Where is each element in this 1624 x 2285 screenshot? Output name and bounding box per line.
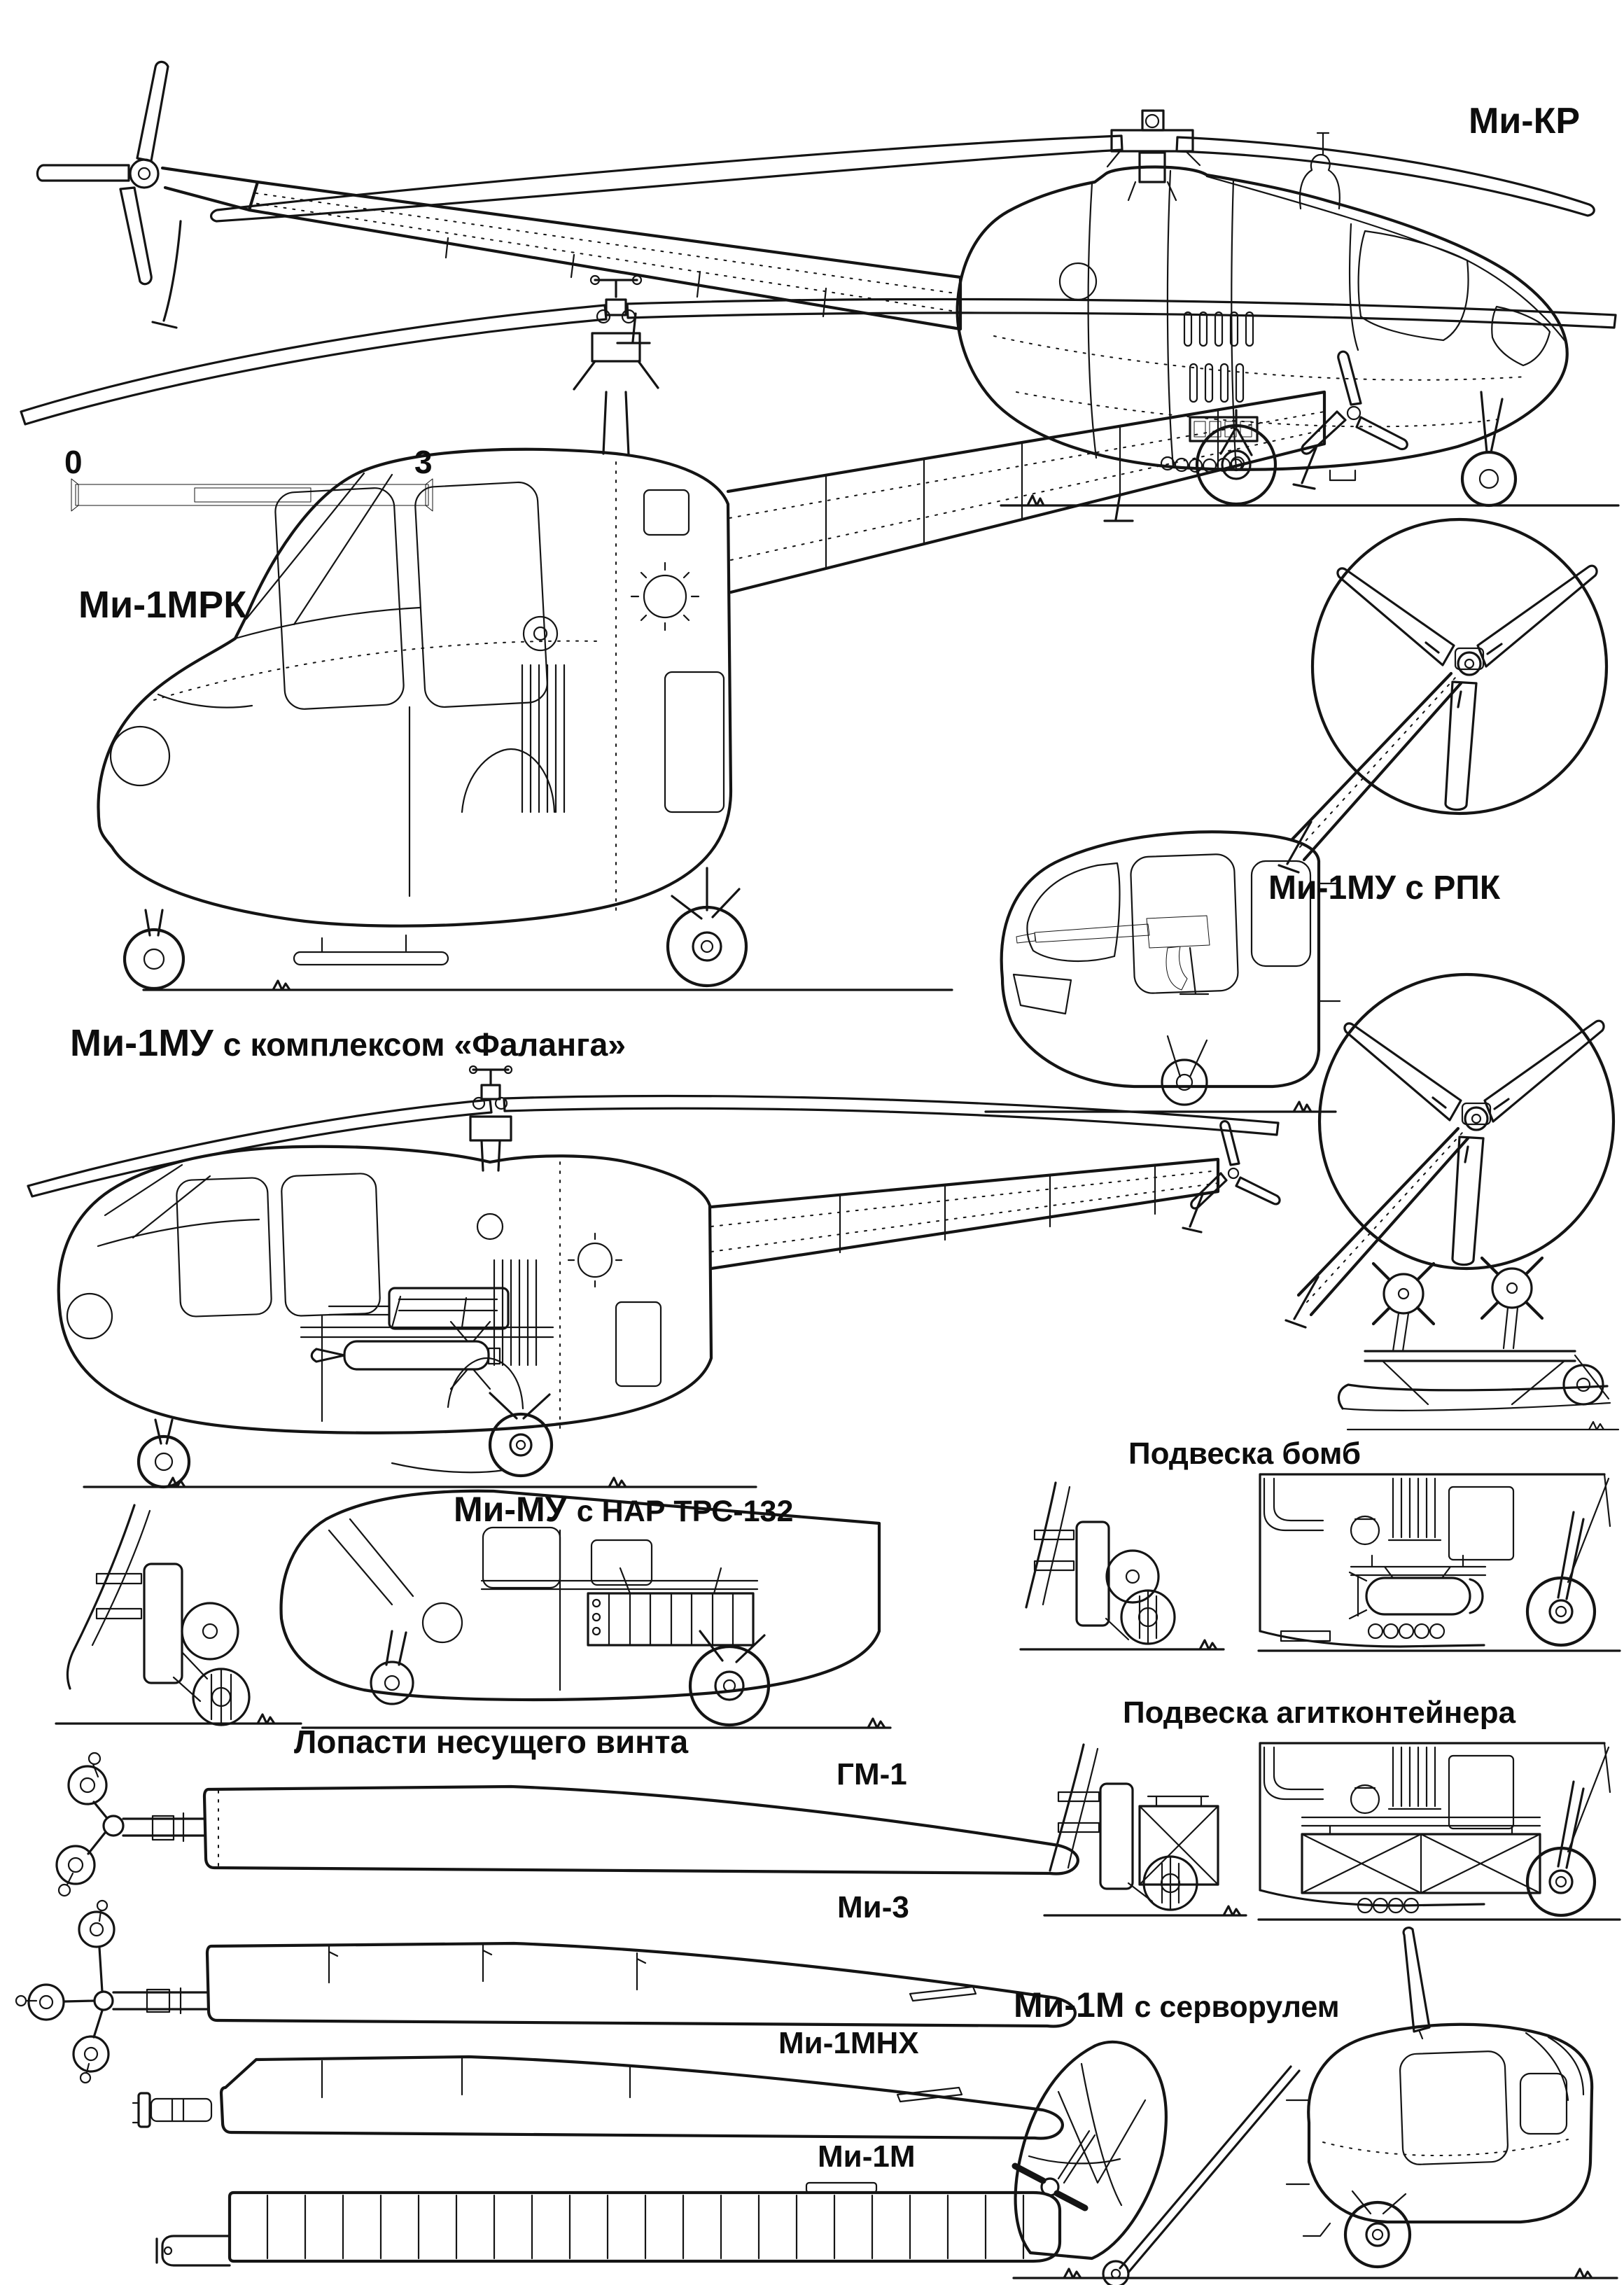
- agit-side-drawing: [1257, 1742, 1621, 1921]
- label-mi-1mu-falanga-name: Ми-1МУ: [70, 1022, 214, 1064]
- label-blade-mi1m: Ми-1М: [818, 2139, 916, 2174]
- label-mi-1mu-falanga-suffix: с комплексом «Фаланга»: [223, 1026, 626, 1063]
- label-blade-mi3: Ми-3: [837, 1890, 909, 1924]
- label-mi-1m-servo-name: Ми-1М: [1014, 1985, 1125, 2025]
- mi-kr-drawing: [36, 60, 1620, 508]
- nar-rack-front-drawing: [55, 1504, 302, 1726]
- mi-1m-servo-drawing: [1011, 1926, 1618, 2285]
- label-blade-mi1mnx: Ми-1МНХ: [778, 2026, 919, 2060]
- label-mi-1m-servo: Ми-1М с серворулем: [1014, 1987, 1340, 2024]
- tail-rotor-detail-circle-2: [1286, 974, 1614, 1327]
- bomb-side-drawing: [1257, 1473, 1621, 1652]
- label-podveska-agit: Подвеска агитконтейнера: [1123, 1696, 1516, 1730]
- scale-end-label: 3: [414, 444, 433, 480]
- mi-1mu-rpk-drawing: [984, 830, 1341, 1113]
- label-blades-title: Лопасти несущего винта: [294, 1724, 689, 1760]
- agit-rack-front-drawing: [1043, 1743, 1247, 1917]
- mi-1mrk-drawing: [20, 274, 1617, 991]
- blade-mi1m-drawing: [155, 2181, 1062, 2267]
- bomb-rack-front-drawing: [1019, 1481, 1225, 1651]
- label-mi-mu-nar-name: Ми-МУ: [454, 1490, 567, 1529]
- mi-mu-nar-drawing: [279, 1489, 892, 1729]
- label-mi-1m-servo-suffix: с серворулем: [1134, 1990, 1340, 2024]
- tail-rotor-detail-circle-1: [1279, 519, 1606, 872]
- label-blade-gm1: ГМ-1: [836, 1757, 907, 1791]
- blade-mi1mnx-drawing: [132, 2055, 1064, 2140]
- mi-1mu-falanga-drawing: [27, 1065, 1281, 1489]
- label-mi-mu-nar-suffix: с НАР ТРС-132: [576, 1495, 794, 1528]
- label-mi-1mu-rpk: Ми-1МУ с РПК: [1268, 869, 1501, 907]
- label-mi-mu-nar: Ми-МУ с НАР ТРС-132: [454, 1491, 793, 1528]
- weapons-rack-front-drawing: [1337, 1256, 1620, 1431]
- scale-start-label: 0: [64, 444, 83, 480]
- label-mi-kr: Ми-КР: [1469, 101, 1581, 141]
- blade-mi3-drawing: [15, 1899, 1077, 2084]
- label-podveska-bomb: Подвеска бомб: [1128, 1437, 1362, 1471]
- scale-bar: [71, 478, 433, 512]
- blade-gm1-drawing: [55, 1752, 1079, 1897]
- label-mi-1mrk: Ми-1МРК: [78, 584, 247, 626]
